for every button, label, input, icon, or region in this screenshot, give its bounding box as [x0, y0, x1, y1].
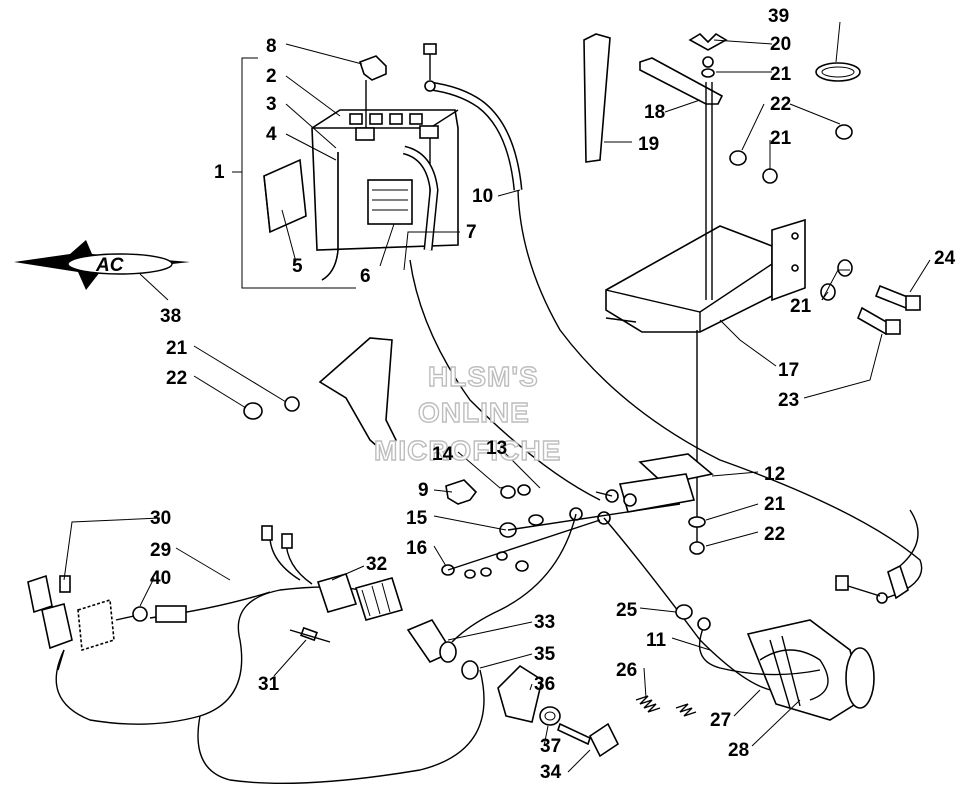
diode — [289, 626, 331, 643]
screw-40 — [115, 606, 148, 622]
nut-22-mid — [689, 541, 705, 555]
callout-22-mid: 22 — [764, 524, 785, 545]
callout-21-left: 21 — [166, 338, 188, 359]
callout-22-left: 22 — [166, 368, 187, 389]
callout-38: 38 — [160, 306, 181, 327]
callout-36: 36 — [534, 674, 555, 695]
callout-32: 32 — [366, 554, 387, 575]
switch-plate — [497, 664, 543, 723]
callout-9: 9 — [418, 480, 429, 501]
callout-3: 3 — [266, 94, 277, 115]
callout-37: 37 — [540, 736, 561, 757]
callout-22-top: 22 — [770, 94, 791, 115]
callout-39: 39 — [768, 6, 789, 27]
callout-12: 12 — [764, 464, 785, 485]
callout-labels: 8 2 3 4 1 5 6 7 10 19 18 39 20 21 22 21 … — [150, 6, 956, 783]
callout-15: 15 — [406, 508, 428, 529]
mount-bracket — [243, 337, 397, 456]
callout-21-top: 21 — [770, 64, 792, 85]
watermark-line-3: MICROFICHE — [374, 435, 561, 466]
cable-end — [835, 564, 909, 604]
leader-lines — [63, 21, 931, 773]
nut-22-upper — [729, 124, 853, 166]
logo-text: AC — [95, 255, 124, 276]
terminal-bolt — [423, 43, 437, 92]
battery — [311, 109, 459, 251]
callout-21-upper: 21 — [770, 128, 792, 149]
hose-clamp — [815, 62, 861, 82]
callout-20: 20 — [770, 34, 791, 55]
callout-40: 40 — [150, 568, 171, 589]
callout-10: 10 — [472, 186, 493, 207]
terminal-boot — [358, 55, 387, 128]
callout-35: 35 — [534, 644, 556, 665]
callout-7: 7 — [466, 222, 477, 243]
springs — [635, 695, 697, 717]
callout-4: 4 — [266, 124, 277, 145]
wiring-harness — [55, 586, 361, 725]
switch-nut — [539, 706, 561, 726]
strap — [583, 33, 611, 163]
callout-17: 17 — [778, 360, 799, 381]
callout-13: 13 — [486, 438, 507, 459]
nut-25 — [675, 604, 693, 620]
callout-6: 6 — [360, 266, 371, 287]
callout-23: 23 — [778, 390, 799, 411]
callout-34: 34 — [540, 762, 562, 783]
callout-8: 8 — [266, 36, 277, 57]
ignition-switch — [406, 619, 457, 664]
callout-14: 14 — [432, 444, 454, 465]
callout-24: 24 — [934, 248, 956, 269]
callout-5: 5 — [292, 256, 303, 277]
starter-motor — [746, 619, 875, 721]
callout-30: 30 — [150, 508, 171, 529]
callout-29: 29 — [150, 540, 171, 561]
callout-11: 11 — [646, 630, 667, 651]
callout-28: 28 — [728, 740, 749, 761]
ignition-connector — [316, 573, 404, 621]
bolt-24 — [837, 259, 921, 311]
callout-1: 1 — [214, 162, 225, 183]
washer-21-upper — [701, 68, 778, 184]
hold-down-bracket — [639, 32, 728, 300]
harness-plug — [155, 605, 187, 623]
callout-25: 25 — [616, 600, 638, 621]
washer-35 — [461, 660, 479, 680]
callout-16: 16 — [406, 538, 427, 559]
callout-31: 31 — [258, 674, 280, 695]
callout-18: 18 — [644, 102, 665, 123]
callout-21-right: 21 — [790, 296, 812, 317]
callout-21-mid: 21 — [764, 494, 786, 515]
starter-solenoid — [595, 453, 714, 513]
battery-tray — [605, 218, 806, 333]
callout-33: 33 — [534, 612, 555, 633]
brand-logo: AC — [14, 240, 190, 290]
callout-19: 19 — [638, 134, 659, 155]
battery-strap — [263, 158, 307, 234]
washer-21-mid — [688, 516, 706, 528]
watermark-line-1: HLSM'S — [428, 361, 539, 392]
watermark-line-2: ONLINE — [418, 397, 530, 428]
harness-connector — [27, 574, 73, 671]
callout-2: 2 — [266, 66, 277, 87]
callout-27: 27 — [710, 710, 731, 731]
terminal-hardware — [441, 479, 681, 579]
key — [557, 722, 620, 758]
callout-26: 26 — [616, 660, 637, 681]
